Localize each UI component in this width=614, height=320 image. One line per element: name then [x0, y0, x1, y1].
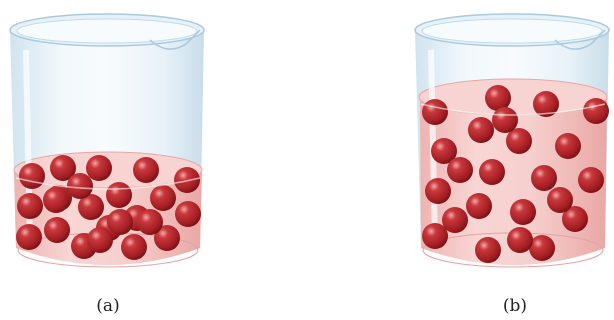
particle	[67, 173, 93, 199]
particle	[425, 178, 451, 204]
particle	[16, 224, 42, 250]
panel-a-label: (a)	[78, 296, 138, 316]
particle	[43, 187, 69, 213]
beaker-rim-inner	[17, 19, 197, 43]
particle	[555, 133, 581, 159]
panel-b-label: (b)	[485, 296, 545, 316]
particle	[578, 167, 604, 193]
particle	[44, 217, 70, 243]
particle	[175, 201, 201, 227]
particle	[19, 163, 45, 189]
particle	[510, 199, 536, 225]
particle	[17, 193, 43, 219]
particle	[137, 209, 163, 235]
particle	[150, 185, 176, 211]
beaker-rim-inner	[422, 19, 602, 43]
particle	[106, 182, 132, 208]
particle	[107, 209, 133, 235]
particle	[86, 155, 112, 181]
particle	[531, 165, 557, 191]
particle	[133, 157, 159, 183]
particle	[447, 157, 473, 183]
particle	[442, 207, 468, 233]
particle	[468, 117, 494, 143]
particle	[492, 107, 518, 133]
particle	[87, 227, 113, 253]
particle	[485, 85, 511, 111]
particle	[475, 237, 501, 263]
particle	[583, 98, 609, 124]
beaker-b	[415, 14, 609, 267]
particle	[174, 167, 200, 193]
particle	[422, 99, 448, 125]
particle	[466, 193, 492, 219]
beaker-a	[10, 14, 204, 267]
particle	[121, 234, 147, 260]
particle	[547, 187, 573, 213]
particle	[479, 159, 505, 185]
particle	[507, 227, 533, 253]
